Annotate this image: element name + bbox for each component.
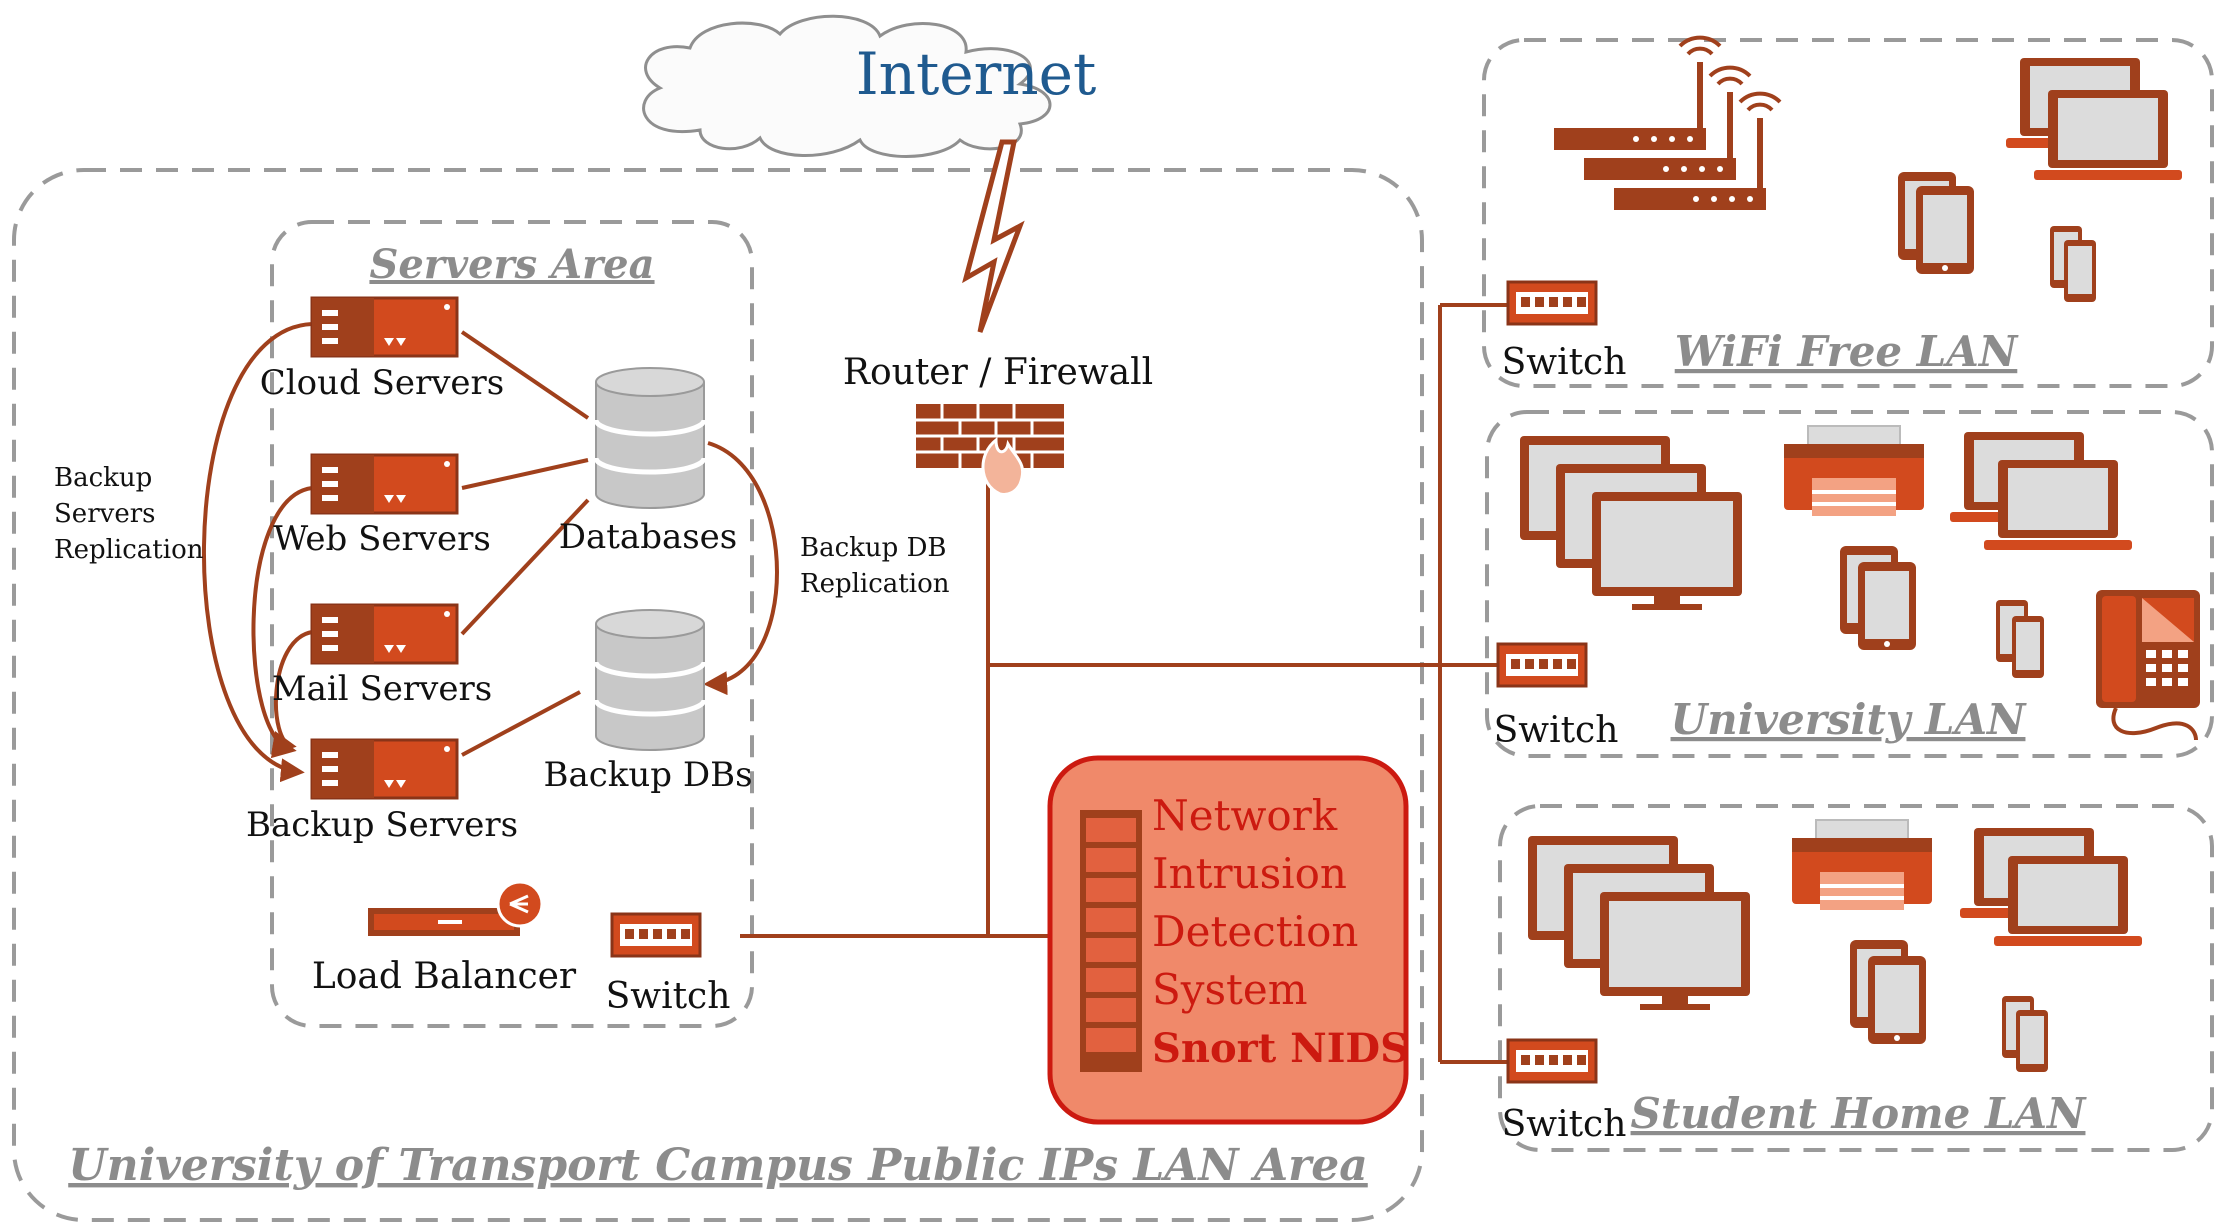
- university-switch-label: Switch: [1494, 710, 1619, 751]
- backup-db-note-line-2: Replication: [800, 569, 950, 599]
- wifi-lan-border: [1482, 38, 2214, 388]
- tablet-icon: [1850, 940, 1926, 1044]
- nids-name: Snort NIDS: [1152, 1025, 1409, 1072]
- laptop-icon: [1960, 828, 2142, 946]
- databases-label: Databases: [559, 517, 738, 557]
- backup-note-line-2: Servers: [54, 499, 155, 529]
- mail-servers-label: Mail Servers: [272, 669, 492, 709]
- backup-db-note-line-1: Backup DB: [800, 533, 947, 563]
- firewall-icon: [916, 404, 1064, 496]
- servers-switch-label: Switch: [606, 976, 731, 1017]
- mail-servers-icon: [310, 603, 459, 665]
- university-switch-icon: [1496, 642, 1588, 688]
- wifi-switch-icon: [1506, 280, 1598, 326]
- router-icon: [1554, 35, 1782, 210]
- campus-area-border: [12, 168, 1424, 1222]
- nids-line-4: System: [1152, 965, 1308, 1014]
- tablet-icon: [1840, 546, 1916, 650]
- student-lan-border: [1498, 804, 2214, 1152]
- backup-db-replication-note: Backup DB Replication: [800, 533, 955, 599]
- student-switch-icon: [1506, 1038, 1598, 1084]
- servers-area-border: [270, 220, 754, 1028]
- servers-area-title: Servers Area: [369, 241, 654, 288]
- cloud-servers-icon: [310, 296, 459, 358]
- printer-icon: [1783, 425, 1925, 517]
- wifi-switch-label: Switch: [1502, 342, 1627, 383]
- web-servers-icon: [310, 453, 459, 515]
- cloud-icon: [642, 14, 1052, 158]
- backup-servers-label: Backup Servers: [246, 805, 518, 845]
- backup-servers-replication-note: Backup Servers Replication: [54, 463, 204, 565]
- network-wires: [201, 303, 1508, 1064]
- backup-servers-icon: [310, 738, 459, 800]
- phone-icon: [2002, 996, 2048, 1072]
- student-lan-title: Student Home LAN: [1631, 1089, 2088, 1138]
- backup-dbs-label: Backup DBs: [543, 755, 752, 795]
- load-balancer-label: Load Balancer: [312, 956, 577, 997]
- university-lan-border: [1485, 410, 2214, 758]
- databases-icon: [596, 368, 704, 508]
- wifi-lan-title: WiFi Free LAN: [1675, 327, 2019, 376]
- cloud-servers-label: Cloud Servers: [260, 363, 505, 403]
- router-firewall-label: Router / Firewall: [843, 352, 1153, 393]
- backup-dbs-icon: [596, 610, 704, 750]
- nids-line-3: Detection: [1152, 907, 1358, 956]
- university-lan-title: University LAN: [1671, 695, 2028, 744]
- phone-icon: [2050, 226, 2096, 302]
- svg-text:Network Intrusion Dete: Network Intrusion Detection System: [1152, 791, 1372, 1014]
- student-switch-label: Switch: [1502, 1104, 1627, 1145]
- nids-rack-icon: [1080, 810, 1142, 1072]
- web-servers-label: Web Servers: [273, 519, 491, 559]
- lightning-icon: [962, 139, 1025, 333]
- monitor-icon: [1528, 836, 1750, 1010]
- laptop-icon: [2006, 58, 2182, 180]
- phone-icon: [1996, 600, 2044, 678]
- servers-switch-icon: [610, 912, 702, 958]
- internet-label: Internet: [856, 40, 1097, 108]
- printer-icon: [1791, 819, 1933, 911]
- tablet-icon: [1898, 172, 1974, 274]
- ip-phone-icon: [2096, 590, 2200, 741]
- nids-line-1: Network: [1152, 791, 1338, 840]
- monitor-icon: [1520, 436, 1742, 610]
- nids-line-2: Intrusion: [1152, 849, 1347, 898]
- laptop-icon: [1950, 432, 2132, 550]
- backup-note-line-3: Replication: [54, 535, 204, 565]
- backup-note-line-1: Backup: [54, 463, 152, 493]
- load-balancer-icon: [368, 880, 544, 936]
- campus-area-title: University of Transport Campus Public IP…: [68, 1140, 1368, 1191]
